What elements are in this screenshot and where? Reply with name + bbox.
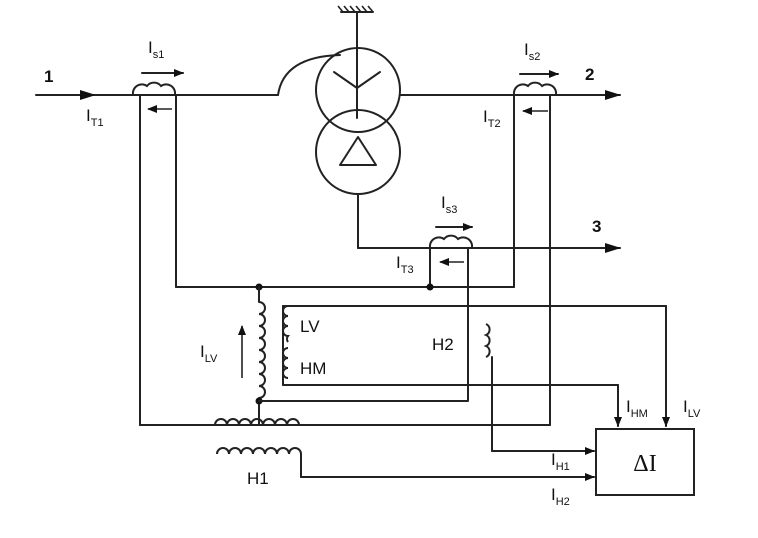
label-is1: Is1 bbox=[148, 38, 164, 61]
main-line bbox=[35, 54, 621, 100]
label-ilv-left: ILV bbox=[200, 342, 218, 365]
label-is3: Is3 bbox=[441, 193, 457, 216]
label-hm: HM bbox=[300, 359, 326, 378]
label-ilv-right: ILV bbox=[683, 397, 701, 420]
terminal-3: 3 bbox=[592, 217, 601, 236]
label-ih1: IH1 bbox=[551, 450, 570, 473]
label-lv: LV bbox=[300, 317, 320, 336]
ct1 bbox=[131, 81, 177, 426]
label-it1: IT1 bbox=[86, 106, 104, 129]
delta-symbol bbox=[339, 136, 377, 166]
junction-dot bbox=[426, 283, 434, 291]
terminal-1: 1 bbox=[44, 67, 53, 86]
main-winding bbox=[258, 301, 266, 399]
label-ihm: IHM bbox=[626, 397, 648, 420]
ct3 bbox=[428, 234, 474, 401]
label-ih2: IH2 bbox=[551, 485, 570, 508]
h1-secondary bbox=[216, 447, 302, 455]
label-it3: IT3 bbox=[396, 253, 414, 276]
label-it2: IT2 bbox=[483, 107, 501, 130]
h1-primary bbox=[214, 418, 300, 426]
label-h1: H1 bbox=[247, 469, 269, 488]
wye-winding bbox=[315, 47, 401, 133]
label-h2: H2 bbox=[432, 335, 454, 354]
differential-relay: ΔI bbox=[595, 428, 695, 496]
label-is2: Is2 bbox=[524, 40, 540, 63]
delta-winding bbox=[315, 109, 401, 195]
terminal-2: 2 bbox=[585, 65, 594, 84]
secondary-circuit bbox=[139, 283, 670, 481]
relay-label: ΔI bbox=[633, 451, 656, 477]
power-transformer bbox=[315, 47, 401, 249]
ground-symbol bbox=[337, 5, 374, 89]
relay-box bbox=[595, 428, 695, 496]
h2-winding bbox=[483, 323, 491, 358]
ct2 bbox=[512, 81, 558, 426]
